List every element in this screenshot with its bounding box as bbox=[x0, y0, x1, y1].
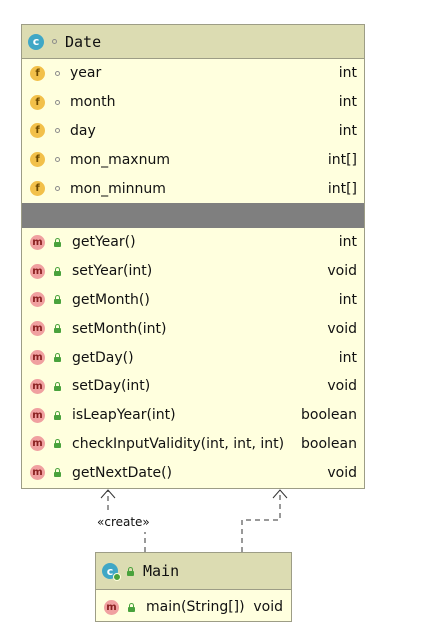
package-private-icon bbox=[55, 70, 60, 76]
package-private-icon bbox=[52, 39, 57, 44]
method-icon: m bbox=[104, 599, 119, 615]
field-row-month[interactable]: f month int bbox=[22, 88, 364, 117]
package-private-icon bbox=[55, 157, 60, 163]
method-name: getNextDate() bbox=[72, 464, 172, 481]
method-name: setDay(int) bbox=[72, 378, 151, 395]
field-type: int[] bbox=[327, 151, 357, 168]
field-row-day[interactable]: f day int bbox=[22, 117, 364, 146]
public-lock-icon bbox=[53, 266, 62, 276]
package-private-icon bbox=[55, 99, 60, 105]
method-icon: m bbox=[30, 234, 45, 250]
field-name: mon_maxnum bbox=[70, 151, 170, 168]
method-return-type: int bbox=[338, 349, 357, 366]
public-lock-icon bbox=[53, 353, 62, 363]
field-type: int bbox=[338, 94, 357, 111]
method-row-getmonth[interactable]: m getMonth() int bbox=[22, 286, 364, 315]
create-arrowhead bbox=[100, 489, 116, 499]
section-separator bbox=[22, 202, 364, 228]
field-row-year[interactable]: f year int bbox=[22, 59, 364, 88]
method-name: checkInputValidity(int, int, int) bbox=[72, 435, 285, 452]
method-name: isLeapYear(int) bbox=[72, 407, 176, 424]
method-return-type: int bbox=[338, 234, 357, 251]
field-type: int bbox=[338, 122, 357, 139]
method-icon: m bbox=[30, 378, 45, 394]
field-icon: f bbox=[30, 152, 45, 168]
method-name: setMonth(int) bbox=[72, 320, 167, 337]
main-class-header[interactable]: c Main bbox=[96, 553, 291, 590]
method-name: getYear() bbox=[72, 234, 136, 251]
public-lock-icon bbox=[53, 324, 62, 334]
method-row-setyear[interactable]: m setYear(int) void bbox=[22, 257, 364, 286]
method-row-getday[interactable]: m getDay() int bbox=[22, 343, 364, 372]
field-name: day bbox=[70, 122, 96, 139]
run-badge-icon bbox=[113, 573, 121, 581]
package-private-icon bbox=[55, 128, 60, 134]
method-icon: m bbox=[30, 407, 45, 423]
method-icon: m bbox=[30, 350, 45, 366]
date-methods-section: m getYear() int m setYear(int) void m ge… bbox=[22, 228, 364, 487]
method-row-checkinputvalidity[interactable]: m checkInputValidity(int, int, int) bool… bbox=[22, 430, 364, 459]
method-row-getyear[interactable]: m getYear() int bbox=[22, 228, 364, 257]
public-lock-icon bbox=[53, 381, 62, 391]
main-methods-section: m main(String[]) void bbox=[96, 590, 291, 622]
method-return-type: void bbox=[327, 464, 357, 481]
usage-dependency-line bbox=[241, 490, 281, 552]
method-return-type: void bbox=[327, 320, 357, 337]
field-row-mon-minnum[interactable]: f mon_minnum int[] bbox=[22, 174, 364, 203]
field-type: int bbox=[338, 65, 357, 82]
field-name: month bbox=[70, 94, 116, 111]
main-class-box[interactable]: c Main m main(String[]) void bbox=[95, 552, 292, 622]
create-stereotype-label: «create» bbox=[97, 515, 150, 529]
method-name: getDay() bbox=[72, 349, 134, 366]
method-return-type: boolean bbox=[301, 407, 357, 424]
package-private-icon bbox=[55, 186, 60, 192]
field-icon: f bbox=[30, 65, 45, 81]
date-fields-section: f year int f month int f day int f mon_m… bbox=[22, 59, 364, 203]
method-row-isleapyear[interactable]: m isLeapYear(int) boolean bbox=[22, 401, 364, 430]
public-lock-icon bbox=[53, 439, 62, 449]
public-lock-icon bbox=[53, 468, 62, 478]
method-return-type: int bbox=[338, 291, 357, 308]
field-icon: f bbox=[30, 94, 45, 110]
method-row-setday[interactable]: m setDay(int) void bbox=[22, 372, 364, 401]
field-icon: f bbox=[30, 181, 45, 197]
method-return-type: void bbox=[253, 599, 283, 615]
method-return-type: void bbox=[327, 263, 357, 280]
method-name: setYear(int) bbox=[72, 263, 153, 280]
method-icon: m bbox=[30, 436, 45, 452]
field-name: year bbox=[70, 65, 102, 82]
field-type: int[] bbox=[327, 180, 357, 197]
method-return-type: void bbox=[327, 378, 357, 395]
public-lock-icon bbox=[53, 237, 62, 247]
method-row-setmonth[interactable]: m setMonth(int) void bbox=[22, 314, 364, 343]
class-icon: c bbox=[102, 563, 121, 581]
field-name: mon_minnum bbox=[70, 180, 166, 197]
method-return-type: boolean bbox=[301, 435, 357, 452]
main-class-name: Main bbox=[143, 562, 180, 580]
method-row-getnextdate[interactable]: m getNextDate() void bbox=[22, 458, 364, 487]
public-lock-icon bbox=[53, 410, 62, 420]
method-icon: m bbox=[30, 292, 45, 308]
method-icon: m bbox=[30, 321, 45, 337]
public-lock-icon bbox=[126, 566, 135, 576]
date-class-name: Date bbox=[65, 32, 102, 51]
method-icon: m bbox=[30, 263, 45, 279]
method-icon: m bbox=[30, 465, 45, 481]
usage-arrowhead bbox=[272, 489, 288, 499]
class-icon: c bbox=[28, 33, 44, 50]
field-icon: f bbox=[30, 123, 45, 139]
field-row-mon-maxnum[interactable]: f mon_maxnum int[] bbox=[22, 145, 364, 174]
method-name: main(String[]) bbox=[146, 599, 245, 615]
method-row-main[interactable]: m main(String[]) void bbox=[96, 592, 291, 622]
date-class-header[interactable]: c Date bbox=[22, 25, 364, 59]
method-name: getMonth() bbox=[72, 291, 150, 308]
public-lock-icon bbox=[53, 295, 62, 305]
public-lock-icon bbox=[127, 602, 136, 612]
date-class-box[interactable]: c Date f year int f month int f day int … bbox=[21, 24, 365, 489]
